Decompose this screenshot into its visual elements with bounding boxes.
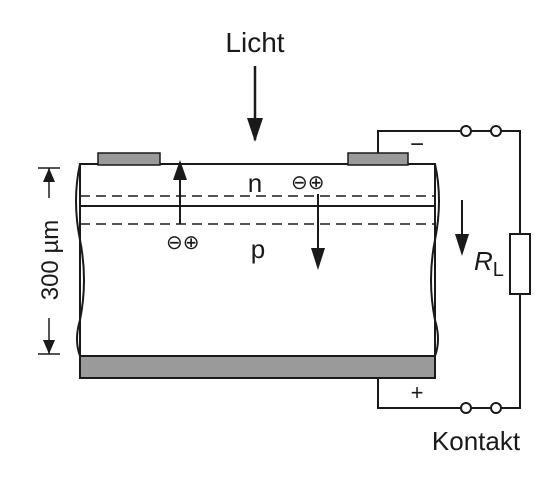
thickness-arrow-top [43, 168, 55, 182]
top-contact-left [97, 152, 161, 166]
hole-arrow-head [173, 160, 187, 180]
plus-label: + [411, 380, 424, 405]
terminal-bottom-2 [490, 402, 502, 414]
carrier-pair-bottom: ⊖⊕ [166, 232, 200, 254]
n-region-label: n [248, 168, 262, 198]
resistor-label: RL [474, 246, 504, 281]
p-region-label: p [251, 234, 265, 264]
wire-right-lower [501, 294, 521, 409]
terminal-top-1 [460, 125, 472, 137]
wafer-left-edge [75, 163, 85, 357]
wire-top [377, 130, 460, 153]
current-arrow-head [455, 234, 469, 256]
terminal-top-2 [490, 125, 502, 137]
carrier-pair-top: ⊖⊕ [291, 172, 325, 194]
wire-right-upper [501, 130, 521, 234]
top-contact-right [347, 152, 409, 166]
thickness-label: 300 µm [37, 220, 64, 301]
light-arrow-head [247, 118, 263, 142]
resistor-label-sub: L [493, 259, 504, 281]
light-label: Licht [225, 27, 284, 58]
resistor-label-main: R [474, 246, 493, 276]
load-resistor [509, 233, 531, 295]
bottom-contact-layer [79, 355, 436, 379]
electron-arrow-head [311, 248, 325, 270]
contact-label: Kontakt [432, 426, 521, 456]
minus-label: − [410, 131, 424, 158]
wafer-right-edge [430, 163, 440, 357]
terminal-bottom-1 [460, 402, 472, 414]
thickness-arrow-bottom [43, 340, 55, 354]
wire-bottom [377, 378, 461, 409]
